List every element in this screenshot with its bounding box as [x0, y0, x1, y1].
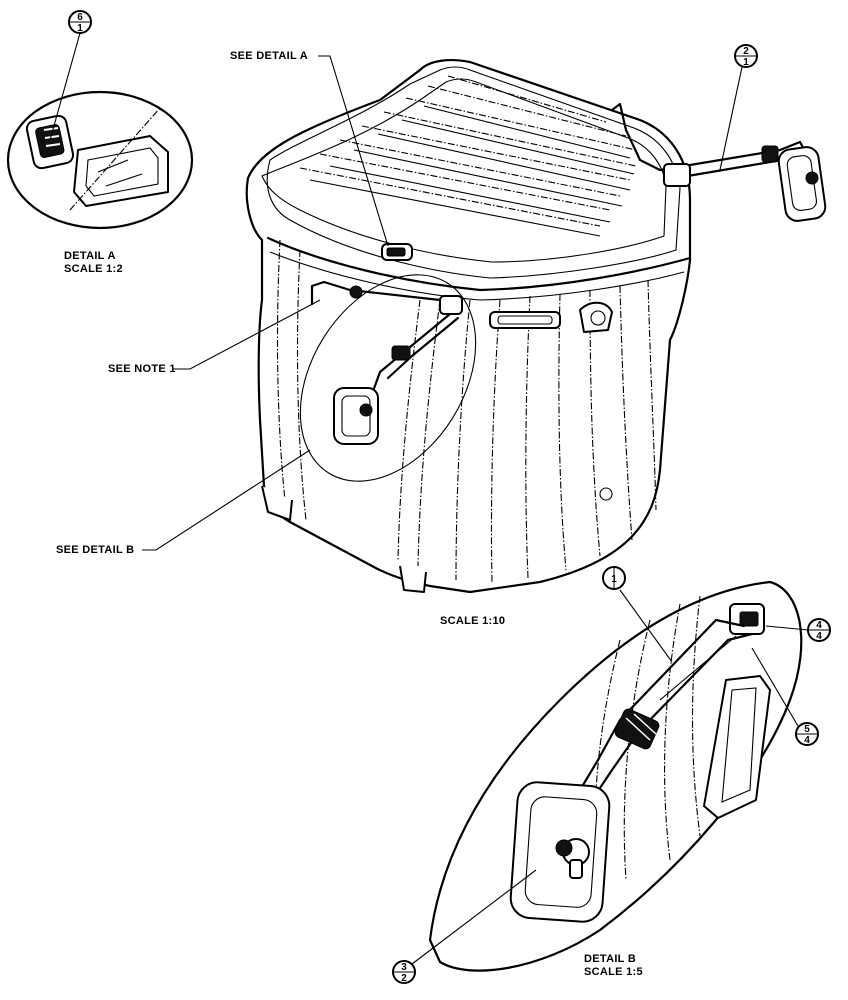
detail-b-callout: [299, 274, 477, 482]
svg-text:2: 2: [743, 46, 749, 57]
svg-text:4: 4: [816, 620, 822, 631]
detail-a-outline: [6, 90, 194, 230]
see-detail-a-label: SEE DETAIL A: [230, 50, 308, 62]
svg-text:1: 1: [611, 574, 617, 585]
svg-text:1: 1: [743, 57, 749, 68]
svg-text:2: 2: [401, 973, 407, 984]
detail-b-title: DETAIL B: [584, 953, 636, 965]
svg-text:1: 1: [77, 23, 83, 34]
main-scale-label: SCALE 1:10: [440, 615, 505, 627]
balloon-4: 4 4: [807, 618, 831, 642]
balloon-2: 2 1: [734, 44, 758, 68]
see-note-1-label: SEE NOTE 1: [108, 363, 176, 375]
svg-text:5: 5: [804, 724, 810, 735]
cab-body-outline: [245, 59, 692, 594]
svg-text:3: 3: [401, 962, 407, 973]
balloon-6: 6 1: [68, 10, 92, 34]
detail-b-scale: SCALE 1:5: [584, 966, 643, 978]
detail-a-title: DETAIL A: [64, 250, 116, 262]
svg-text:4: 4: [804, 735, 810, 746]
detail-b-inset: [428, 580, 803, 972]
detail-a-inset: [6, 90, 194, 230]
svg-text:4: 4: [816, 631, 822, 642]
detail-a-scale: SCALE 1:2: [64, 263, 123, 275]
svg-text:6: 6: [77, 12, 83, 23]
balloon-1: 1: [602, 566, 626, 590]
see-detail-b-label: SEE DETAIL B: [56, 544, 134, 556]
balloon-5: 5 4: [795, 722, 819, 746]
balloon-3: 3 2: [392, 960, 416, 984]
detail-b-outline: [428, 580, 803, 972]
cab-main-view: [245, 59, 827, 594]
